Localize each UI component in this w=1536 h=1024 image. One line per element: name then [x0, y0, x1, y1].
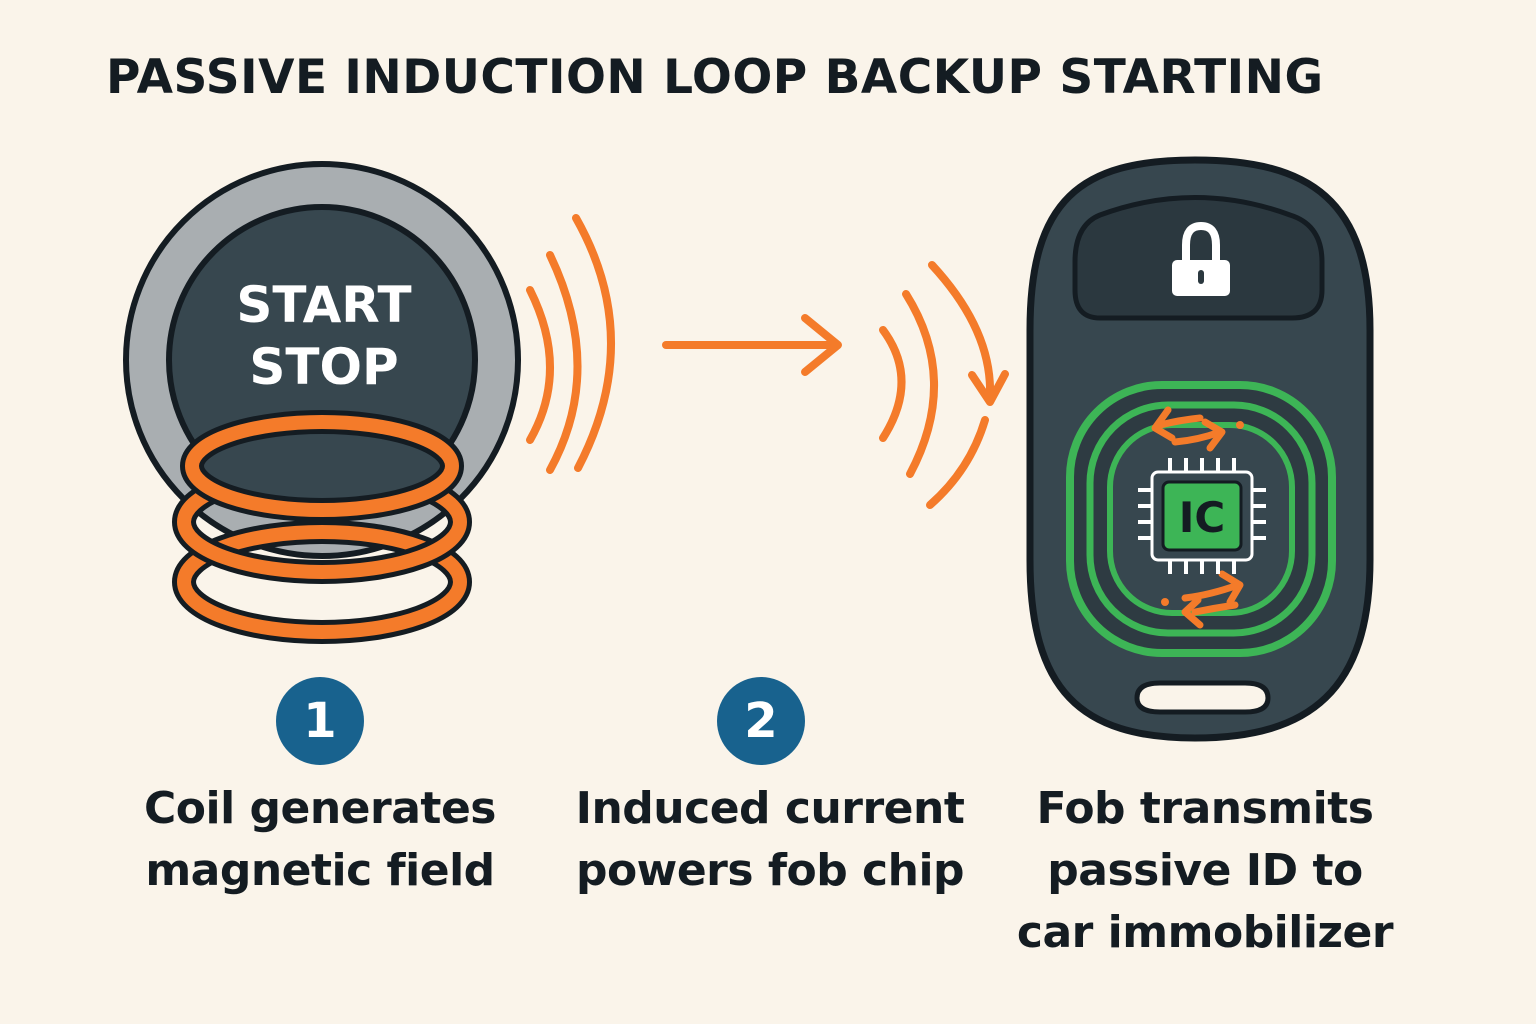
caption-line: Coil generates: [144, 783, 496, 834]
step-2-badge: 2: [717, 677, 805, 765]
bidirectional-arrows-icon: [1181, 570, 1244, 629]
caption-line: Fob transmits: [1036, 783, 1374, 834]
arrow-right-icon: [662, 314, 842, 376]
wave-arc: [926, 416, 989, 509]
padlock-icon: [1172, 221, 1230, 296]
diagram-title: PASSIVE INDUCTION LOOP BACKUP STARTING: [106, 50, 1324, 105]
caption-line: passive ID to: [1047, 845, 1363, 896]
chip-pins: [1138, 458, 1266, 574]
coil-loop-top: [185, 415, 459, 517]
induction-coil: [172, 410, 472, 644]
step-3-caption: Fob transmits passive ID to car immobili…: [1000, 778, 1410, 964]
caption-line: powers fob chip: [575, 845, 965, 896]
radio-waves-icon: [879, 261, 1009, 509]
wave-arc: [928, 261, 995, 399]
signal-dot: [1236, 421, 1244, 429]
button-label-stop: STOP: [249, 338, 398, 396]
coil-loop: [177, 525, 467, 639]
button-label-start: START: [236, 276, 411, 334]
step-1-badge: 1: [276, 677, 364, 765]
arrow-head: [801, 314, 842, 376]
antenna-loop: [1086, 401, 1316, 637]
caption-line: Induced current: [575, 783, 965, 834]
wave-arc: [546, 251, 582, 474]
caption-line: magnetic field: [145, 845, 495, 896]
caption-line: car immobilizer: [1016, 907, 1394, 958]
chip-label: IC: [1179, 493, 1225, 542]
step-1-caption: Coil generates magnetic field: [110, 778, 530, 902]
step-2-caption: Induced current powers fob chip: [560, 778, 980, 902]
fob-keyring-slot: [1134, 680, 1271, 715]
wave-arc: [902, 290, 939, 478]
radio-waves-icon: [526, 214, 615, 474]
wave-arc: [526, 286, 554, 444]
chip-core: [1161, 480, 1243, 552]
wave-arc: [879, 326, 906, 442]
key-fob: IC: [1026, 156, 1374, 742]
microchip-icon: IC: [1138, 458, 1266, 574]
bidirectional-arrows-icon: [1151, 406, 1226, 452]
signal-dot: [1161, 598, 1169, 606]
fob-lock-button: [1072, 195, 1325, 321]
wave-arrow-head: [968, 370, 1009, 406]
wave-arc: [572, 214, 615, 472]
